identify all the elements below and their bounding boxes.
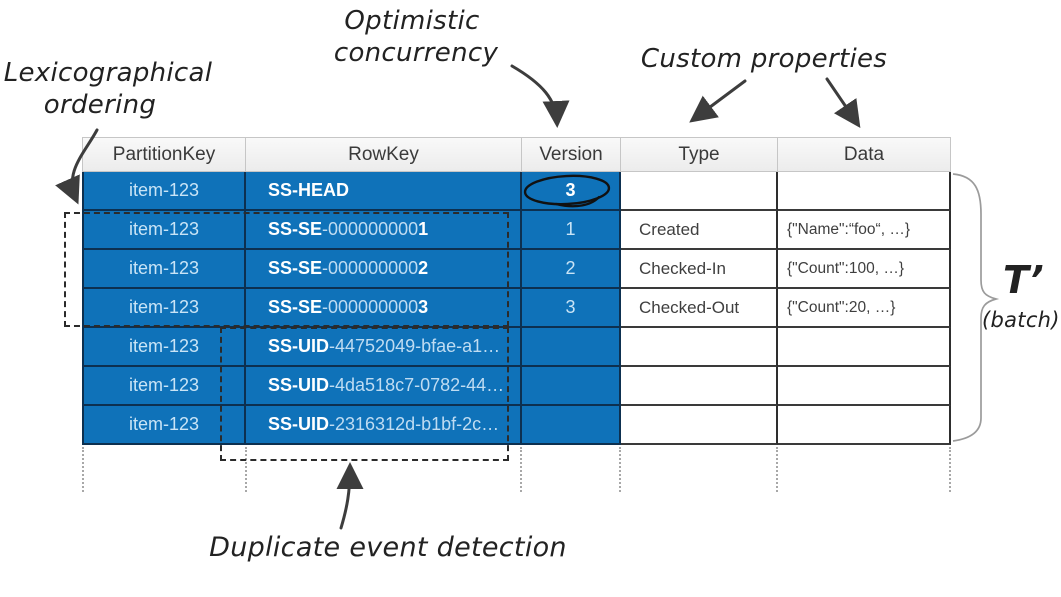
cell-partition-key: item-123 [82,211,246,250]
storage-table: PartitionKey RowKey Version Type Data it… [82,137,951,445]
annotation-optimistic-line1: Optimistic [344,6,480,36]
column-header-type: Type [621,137,778,172]
cell-type [621,367,778,406]
cell-partition-key: item-123 [82,250,246,289]
cell-row-key: SS-HEAD [246,172,522,211]
cell-partition-key: item-123 [82,289,246,328]
cell-row-key: SS-UID-44752049-bfae-a1… [246,328,522,367]
annotation-duplicate-event-detection: Duplicate event detection [209,532,567,563]
annotation-lexicographical-line1: Lexicographical [3,58,213,88]
table-continuation-dotted-line [245,447,247,492]
arrow-custom-data [825,77,861,128]
annotation-lexicographical-line2: ordering [43,90,157,120]
cell-data: {"Name":“foo“, …} [778,211,951,250]
column-header-rowkey: RowKey [246,137,522,172]
cell-data [778,406,951,445]
column-header-partitionkey: PartitionKey [82,137,246,172]
cell-version [522,328,621,367]
table-continuation-dotted-line [776,447,778,492]
lexicographical-ordering-dashed-box [64,212,509,327]
annotation-optimistic-line2: concurrency [333,38,499,68]
duplicate-event-detection-dashed-box [220,327,509,461]
cell-type: Created [621,211,778,250]
cell-type: Checked-In [621,250,778,289]
column-header-data: Data [778,137,951,172]
table-continuation-dotted-line [520,447,522,492]
cell-data [778,328,951,367]
curved-arrow-optimistic [510,64,570,128]
cell-type [621,172,778,211]
cell-version: 1 [522,211,621,250]
arrow-duplicate [336,462,364,530]
cell-partition-key: item-123 [82,406,246,445]
table-header-row: PartitionKey RowKey Version Type Data [82,137,951,172]
table-continuation-dotted-line [949,447,951,492]
cell-type [621,406,778,445]
cell-version: 2 [522,250,621,289]
cell-data [778,172,951,211]
table-continuation-dotted-line [82,447,84,492]
cell-data: {"Count":100, …} [778,250,951,289]
cell-version [522,367,621,406]
column-header-version: Version [522,137,621,172]
cell-partition-key: item-123 [82,172,246,211]
cell-row-key: SS-UID-4da518c7-0782-44… [246,367,522,406]
annotation-batch-symbol: T’ [1003,258,1044,302]
cell-type [621,328,778,367]
cell-version: 3 [522,289,621,328]
annotation-custom-properties: Custom properties [640,44,888,74]
arrow-custom-type [689,79,747,123]
cell-partition-key: item-123 [82,328,246,367]
cell-partition-key: item-123 [82,367,246,406]
cell-data [778,367,951,406]
cell-data: {"Count":20, …} [778,289,951,328]
annotation-batch-label: (batch) [982,308,1060,332]
cell-type: Checked-Out [621,289,778,328]
table-continuation-dotted-line [619,447,621,492]
cell-row-key: SS-UID-2316312d-b1bf-2c… [246,406,522,445]
cell-version [522,406,621,445]
cell-version-circled: 3 [522,172,621,211]
